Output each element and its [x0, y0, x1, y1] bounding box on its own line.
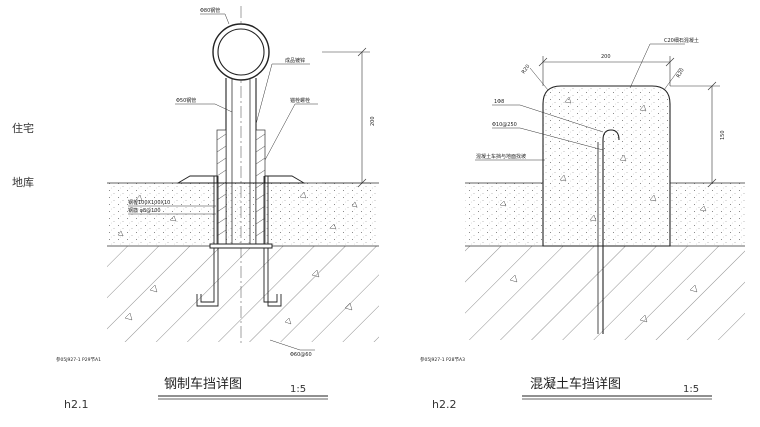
plate-label: 钢板100X100X10 — [128, 199, 170, 206]
radius-left-label: R20 — [521, 64, 532, 76]
concrete-block — [542, 85, 671, 247]
flange — [176, 175, 218, 184]
soil-hatch-right — [465, 246, 745, 340]
concrete-bumper-detail: 200 150 C20细石混凝土 R20 R20 1Φ8 Φ10@250 混凝土… — [420, 37, 745, 411]
height-dim-text: 200 — [370, 116, 376, 126]
coating-label: 成品镀锌 — [285, 57, 305, 64]
side-label-garage: 地库 — [12, 176, 34, 189]
soil-hatch — [107, 246, 379, 342]
bottom-label: Φ60@60 — [290, 352, 312, 358]
radius-right-label: R20 — [676, 67, 686, 79]
concrete-code: h2.2 — [432, 398, 456, 411]
dowel-bar — [602, 129, 620, 334]
top-note-label: C20细石混凝土 — [664, 37, 699, 44]
anchor-bolts — [196, 176, 282, 307]
steel-bumper-detail: 200 Φ80钢管 Φ50钢管 成品镀锌 锚栓螺栓 钢板100X100X10 钢… — [56, 6, 379, 411]
top-tube-label: Φ80钢管 — [200, 7, 220, 14]
top-tube-outer — [212, 23, 270, 81]
width-dim-text: 200 — [601, 54, 611, 60]
height-dim-text-right: 150 — [720, 130, 726, 140]
top-tube-inner — [217, 28, 265, 76]
concrete-title: 混凝土车挡详图 — [530, 376, 621, 392]
concrete-scale: 1:5 — [683, 384, 699, 395]
slab-label: 混凝土车挡与地面找坡 — [476, 153, 526, 160]
height-dimension — [322, 47, 370, 188]
steel-ref: 参05J927-1 P29节A1 — [56, 356, 101, 363]
steel-scale: 1:5 — [290, 384, 306, 395]
flange-label: 锚栓螺栓 — [290, 97, 310, 104]
post-label: Φ50钢管 — [176, 97, 196, 104]
concrete-slab — [107, 183, 379, 246]
dowel-label: Φ10@250 — [492, 122, 517, 128]
steel-title: 钢制车挡详图 — [164, 376, 242, 392]
anchor-label: 钢筋 φ8@100 — [128, 207, 161, 214]
rebar-label: 1Φ8 — [494, 99, 504, 105]
base-plate — [209, 243, 273, 249]
concrete-ref: 参05J927-1 P28节A3 — [420, 356, 465, 363]
steel-code: h2.1 — [64, 398, 88, 411]
side-label-residence: 住宅 — [12, 122, 34, 135]
